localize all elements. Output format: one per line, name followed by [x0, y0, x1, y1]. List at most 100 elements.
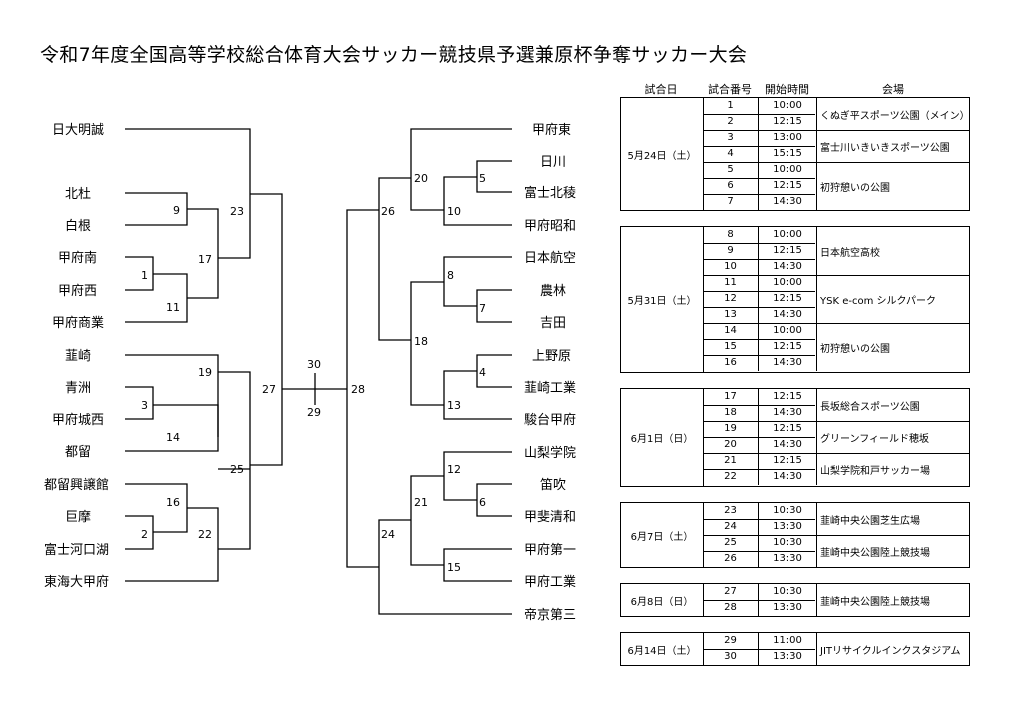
match-number: 20 [414, 172, 428, 185]
match-number: 12 [447, 463, 461, 476]
match-number: 4 [479, 366, 486, 379]
match-number: 12 [703, 291, 759, 307]
venue-name: 長坂総合スポーツ公園 [820, 401, 920, 413]
venue-name: 初狩憩いの公園 [820, 182, 890, 194]
team-name: 富士北稜 [524, 185, 576, 201]
team-name: 韮崎工業 [524, 380, 576, 396]
venue-name: 初狩憩いの公園 [820, 344, 890, 355]
match-number: 11 [166, 301, 180, 314]
match-numbers: 1 9 11 17 23 19 3 14 27 25 16 2 22 30 29… [141, 172, 486, 574]
start-time: 10:00 [759, 275, 817, 291]
start-time: 14:30 [759, 355, 817, 371]
match-number: 26 [381, 205, 395, 218]
match-number: 28 [703, 600, 759, 616]
start-time: 13:30 [759, 519, 817, 535]
team-name: 甲府西 [58, 284, 97, 299]
match-number: 18 [414, 335, 428, 348]
team-name: 甲府商業 [52, 315, 104, 331]
start-time: 15:15 [759, 146, 817, 162]
start-time: 14:30 [759, 469, 817, 485]
match-number: 2 [141, 528, 148, 541]
start-time: 10:30 [759, 584, 817, 600]
venue-name: 韮崎中央公園芝生広場 [820, 515, 920, 527]
start-time: 12:15 [759, 114, 817, 130]
match-number: 2 [703, 114, 759, 130]
match-number: 3 [141, 399, 148, 412]
match-number: 11 [703, 275, 759, 291]
team-name: 青洲 [65, 381, 91, 396]
venue-name: 日本航空高校 [820, 247, 880, 259]
match-number: 14 [703, 323, 759, 339]
start-time: 12:15 [759, 291, 817, 307]
match-number: 7 [479, 302, 486, 315]
match-number: 5 [703, 162, 759, 178]
match-number: 22 [703, 469, 759, 485]
left-teams: 日大明誠 北杜 白根 甲府南 甲府西 甲府商業 韮崎 青洲 甲府城西 都留 都留… [44, 123, 109, 590]
team-name: 駿台甲府 [524, 413, 576, 428]
match-number: 25 [703, 535, 759, 551]
tournament-bracket: 日大明誠 北杜 白根 甲府南 甲府西 甲府商業 韮崎 青洲 甲府城西 都留 都留… [44, 122, 576, 623]
start-time: 13:30 [759, 600, 817, 616]
match-number: 28 [351, 383, 365, 396]
team-name: 巨摩 [65, 509, 91, 525]
start-time: 13:00 [759, 130, 817, 146]
start-time: 10:00 [759, 227, 817, 243]
match-number: 9 [173, 204, 180, 217]
match-number: 14 [166, 431, 180, 444]
match-number: 9 [703, 243, 759, 259]
match-number: 25 [230, 463, 244, 476]
team-name: 東海大甲府 [44, 574, 109, 590]
match-date: 6月7日（土） [621, 503, 704, 567]
start-time: 14:30 [759, 307, 817, 323]
start-time: 14:30 [759, 437, 817, 453]
team-name: 甲斐清和 [524, 510, 576, 525]
match-number: 3 [703, 130, 759, 146]
start-time: 14:30 [759, 194, 817, 210]
match-number: 1 [141, 269, 148, 282]
match-number: 30 [703, 649, 759, 665]
match-number: 23 [230, 205, 244, 218]
team-name: 帝京第三 [524, 607, 576, 623]
start-time: 12:15 [759, 453, 817, 469]
team-name: 北杜 [65, 187, 91, 202]
match-number: 20 [703, 437, 759, 453]
venue-name: JITリサイクルインクスタジアム [820, 645, 961, 657]
team-name: 農林 [540, 284, 566, 299]
match-number: 10 [703, 259, 759, 275]
match-number: 21 [414, 496, 428, 509]
match-number: 10 [447, 205, 461, 218]
match-number: 19 [198, 366, 212, 379]
match-date: 6月8日（日） [621, 584, 704, 616]
start-time: 11:00 [759, 633, 817, 649]
start-time: 10:00 [759, 162, 817, 178]
start-time: 14:30 [759, 405, 817, 421]
match-number: 17 [198, 253, 212, 266]
match-number: 27 [262, 383, 276, 396]
team-name: 甲府昭和 [524, 219, 576, 234]
start-time: 10:00 [759, 98, 817, 114]
match-number: 15 [447, 561, 461, 574]
team-name: 都留 [65, 445, 91, 460]
match-number: 5 [479, 172, 486, 185]
header-number: 試合番号 [708, 83, 752, 96]
match-number: 8 [703, 227, 759, 243]
match-number: 13 [703, 307, 759, 323]
